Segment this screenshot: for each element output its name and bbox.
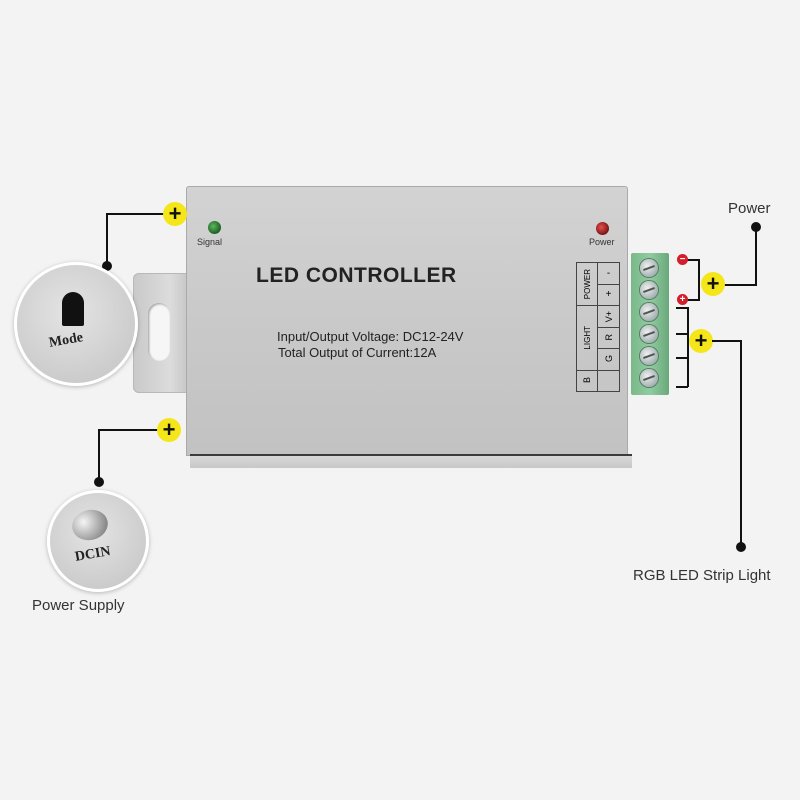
controller-body	[186, 186, 628, 456]
mode-plus-marker-icon: +	[163, 202, 187, 226]
power-label: Power	[728, 200, 771, 217]
controller-bottom-edge	[190, 454, 632, 468]
dcin-text: DCIN	[73, 544, 112, 566]
mounting-slot	[148, 303, 170, 361]
power-connector-line	[715, 284, 757, 286]
mode-dot-icon	[102, 261, 112, 271]
dcin-plus-marker-icon: +	[157, 418, 181, 442]
rgb-strip-label: RGB LED Strip Light	[633, 567, 771, 584]
rgb-bracket-line	[687, 307, 689, 387]
power-bracket-line	[698, 259, 700, 301]
rgb-connector-line	[712, 340, 742, 342]
screw-icon	[640, 325, 658, 343]
screw-icon	[640, 347, 658, 365]
terminal-label-table: POWER - + LIGHT V+ R G B	[576, 262, 620, 392]
positive-polarity-icon: +	[677, 294, 688, 305]
device-title: LED CONTROLLER	[256, 264, 457, 287]
mode-connector-line	[106, 213, 168, 215]
pin-b: B	[582, 377, 592, 384]
dcin-dot-icon	[94, 477, 104, 487]
screw-icon	[640, 259, 658, 277]
screw-icon	[640, 369, 658, 387]
rgb-plus-marker-icon: +	[689, 329, 713, 353]
signal-label: Signal	[197, 237, 223, 247]
mode-connector-line	[106, 213, 108, 265]
signal-led-icon	[208, 221, 221, 234]
power-plus-marker-icon: +	[701, 272, 725, 296]
pin-positive: +	[598, 284, 619, 306]
dcin-port[interactable]: DCIN	[47, 490, 149, 592]
rgb-bracket-line	[676, 333, 688, 335]
power-supply-label: Power Supply	[32, 597, 125, 614]
pin-negative: -	[598, 263, 619, 285]
mode-button-icon	[62, 292, 84, 326]
power-header: POWER	[582, 268, 592, 300]
rgb-dot-icon	[736, 542, 746, 552]
power-bracket-line	[687, 299, 699, 301]
pin-vplus: V+	[603, 310, 614, 323]
dcin-socket-icon	[68, 505, 112, 545]
dcin-connector-line	[98, 429, 160, 431]
rgb-bracket-line	[676, 386, 688, 388]
rgb-bracket-line	[676, 307, 688, 309]
pin-r: R	[603, 334, 614, 341]
rgb-connector-line	[740, 340, 742, 546]
screw-icon	[640, 281, 658, 299]
power-connector-line	[755, 227, 757, 285]
power-led-label: Power	[589, 237, 615, 247]
rgb-bracket-line	[676, 357, 688, 359]
pin-g: G	[603, 355, 614, 363]
light-header: LIGHT	[582, 326, 592, 350]
power-led-icon	[596, 222, 609, 235]
current-spec: Total Output of Current:12A	[278, 345, 437, 360]
voltage-spec: Input/Output Voltage: DC12-24V	[277, 329, 464, 344]
mode-button-text: Mode	[47, 330, 85, 351]
screw-icon	[640, 303, 658, 321]
power-bracket-line	[687, 259, 699, 261]
negative-polarity-icon: −	[677, 254, 688, 265]
dcin-connector-line	[98, 429, 100, 481]
mode-button[interactable]: Mode	[14, 262, 138, 386]
